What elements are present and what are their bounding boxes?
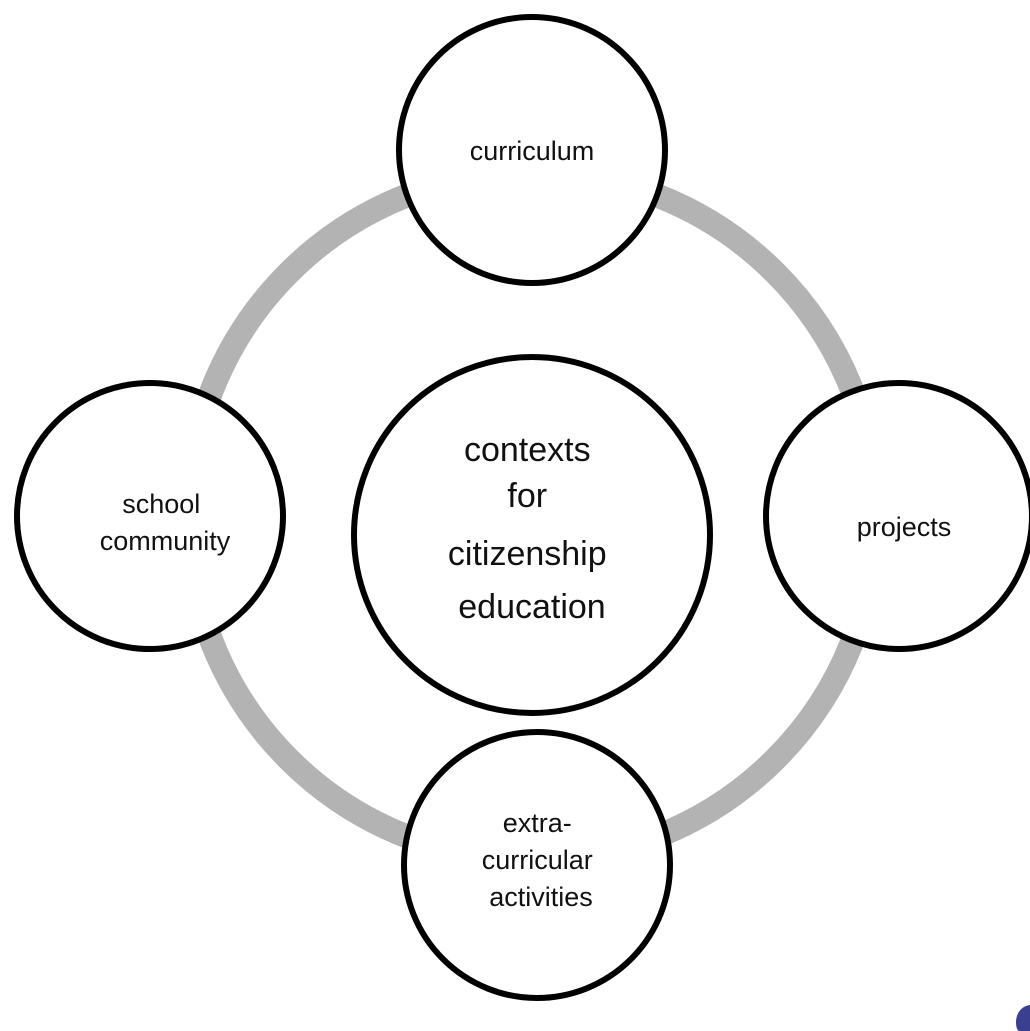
svg-text:extra- curricular: extra- curricular activities <box>482 808 601 912</box>
node-extracurricular-circle <box>401 729 673 1001</box>
node-center-circle <box>351 354 713 716</box>
corner-logo <box>1016 1005 1030 1031</box>
corner-logo-mark <box>1016 1005 1030 1031</box>
node-school-community: school community <box>14 380 286 652</box>
svg-text:curriculum: curriculum <box>470 136 595 166</box>
node-projects: projects <box>763 380 1030 652</box>
svg-text:school community: school community <box>100 489 231 556</box>
center-line-4: education <box>458 588 605 626</box>
svg-text:projects: projects <box>857 512 952 542</box>
node-extracurricular-line-3: activities <box>489 882 593 912</box>
node-projects-label: projects <box>857 512 952 542</box>
node-center: contexts for citizenship education <box>351 354 713 716</box>
center-line-2: for <box>507 477 547 515</box>
node-curriculum-circle <box>396 14 668 286</box>
node-curriculum-label: curriculum <box>470 136 595 166</box>
node-projects-circle <box>763 380 1030 652</box>
node-school-community-line-1: school <box>122 489 200 519</box>
center-line-1: contexts <box>464 431 591 469</box>
node-curriculum: curriculum <box>396 14 668 286</box>
node-school-community-line-2: community <box>100 526 231 556</box>
node-extracurricular-line-1: extra- <box>503 808 572 838</box>
node-school-community-circle <box>14 380 286 652</box>
center-line-3: citizenship <box>448 535 607 573</box>
node-extracurricular: extra- curricular activities <box>401 729 673 1001</box>
svg-text:contexts for citiz: contexts for citizenship education <box>448 431 616 626</box>
node-extracurricular-line-2: curricular <box>482 845 593 875</box>
